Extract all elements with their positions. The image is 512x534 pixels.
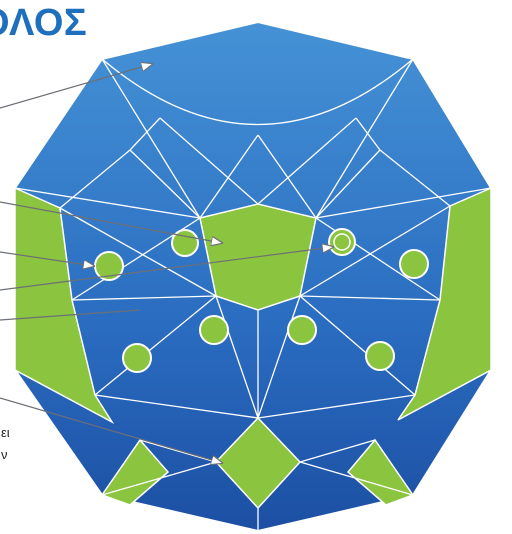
circle-dot-icon xyxy=(200,316,228,344)
caption-line-1: ει xyxy=(1,425,10,440)
circle-dot-icon xyxy=(366,342,394,370)
circle-dot-icon xyxy=(400,250,428,278)
circle-dot-icon xyxy=(288,316,316,344)
caption-line-2: ν xyxy=(1,447,8,462)
circle-dot-icon-target-inner xyxy=(334,234,350,250)
circle-dot-icon xyxy=(123,344,151,372)
